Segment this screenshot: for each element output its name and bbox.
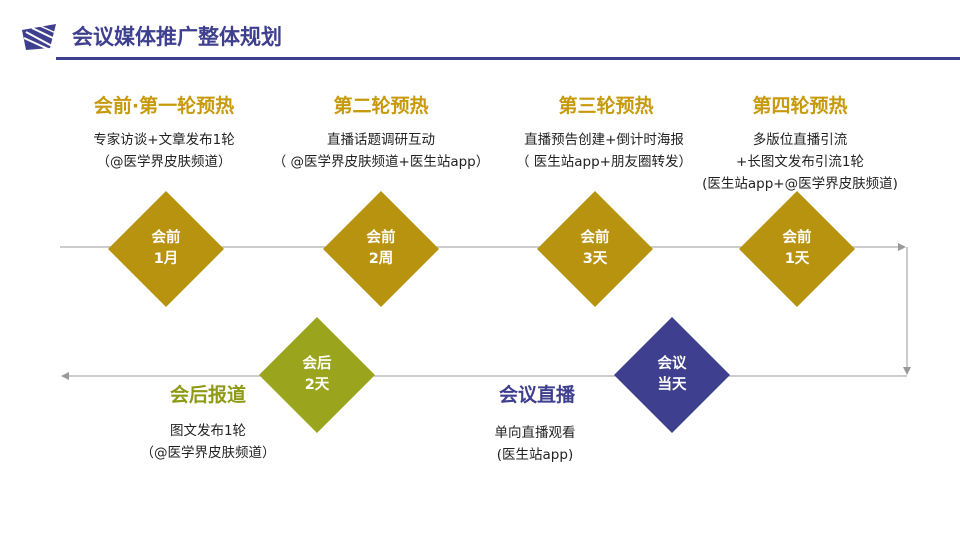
stage-6-desc: 图文发布1轮 （@医学界皮肤频道） bbox=[68, 420, 348, 464]
stage-5-desc-line: 单向直播观看 bbox=[494, 425, 576, 441]
stage-1-desc-line: 专家访谈+文章发布1轮 bbox=[93, 132, 235, 148]
node-5-diamond bbox=[614, 317, 730, 433]
stage-4-desc: 多版位直播引流 +长图文发布引流1轮 (医生站app+@医学界皮肤频道) bbox=[660, 129, 940, 195]
stage-6-desc-line: （@医学界皮肤频道） bbox=[140, 445, 276, 461]
node-1-diamond bbox=[108, 191, 224, 307]
node-4-label-line: 会前 bbox=[782, 230, 812, 246]
node-3-label: 会前 3天 bbox=[555, 228, 635, 270]
node-4-diamond bbox=[739, 191, 855, 307]
node-2-label-line: 会前 bbox=[366, 230, 396, 246]
title-divider bbox=[56, 57, 960, 60]
node-6-label-line: 2天 bbox=[304, 377, 330, 393]
node-4-label-line: 1天 bbox=[784, 251, 810, 267]
node-1-label-line: 1月 bbox=[153, 251, 179, 267]
stage-1-desc-line: （@医学界皮肤频道） bbox=[96, 154, 232, 170]
stage-1-desc: 专家访谈+文章发布1轮 （@医学界皮肤频道） bbox=[24, 129, 304, 173]
stage-3-title: 第三轮预热 bbox=[558, 95, 654, 117]
stage-5-desc: 单向直播观看 (医生站app) bbox=[395, 422, 675, 466]
logo-icon bbox=[22, 24, 57, 50]
node-4-label: 会前 1天 bbox=[757, 228, 837, 270]
stage-2-desc-line: （ @医学界皮肤频道+医生站app） bbox=[272, 154, 490, 170]
node-2-diamond bbox=[323, 191, 439, 307]
stage-6-desc-line: 图文发布1轮 bbox=[169, 423, 247, 439]
stage-1-title: 会前·第一轮预热 bbox=[93, 95, 235, 117]
stage-3-desc: 直播预告创建+倒计时海报 （ 医生站app+朋友圈转发） bbox=[464, 129, 744, 173]
node-6-label: 会后 2天 bbox=[277, 354, 357, 396]
stage-3-desc-line: 直播预告创建+倒计时海报 bbox=[524, 132, 684, 148]
stage-3-desc-line: （ 医生站app+朋友圈转发） bbox=[515, 154, 692, 170]
stage-2-desc-line: 直播话题调研互动 bbox=[327, 132, 435, 148]
stage-5-desc-line: (医生站app) bbox=[496, 447, 574, 463]
stage-4-title: 第四轮预热 bbox=[752, 95, 848, 117]
node-6-label-line: 会后 bbox=[302, 356, 332, 372]
page-title: 会议媒体推广整体规划 bbox=[72, 25, 282, 49]
node-1-label: 会前 1月 bbox=[126, 228, 206, 270]
stage-2-title: 第二轮预热 bbox=[333, 95, 429, 117]
stage-4-desc-line: (医生站app+@医学界皮肤频道) bbox=[702, 176, 898, 192]
node-6-diamond bbox=[259, 317, 375, 433]
node-5-label: 会议 当天 bbox=[632, 354, 712, 396]
stage-4-desc-line: 多版位直播引流 bbox=[752, 132, 848, 148]
node-5-label-line: 当天 bbox=[657, 377, 687, 393]
node-3-label-line: 3天 bbox=[582, 251, 608, 267]
node-5-label-line: 会议 bbox=[657, 356, 687, 372]
node-1-label-line: 会前 bbox=[151, 230, 181, 246]
stage-5-title: 会议直播 bbox=[498, 384, 575, 406]
stage-4-desc-line: +长图文发布引流1轮 bbox=[736, 154, 864, 170]
node-3-label-line: 会前 bbox=[580, 230, 610, 246]
node-3-diamond bbox=[537, 191, 653, 307]
node-2-label-line: 2周 bbox=[368, 251, 394, 267]
stage-2-desc: 直播话题调研互动 （ @医学界皮肤频道+医生站app） bbox=[241, 129, 521, 173]
node-2-label: 会前 2周 bbox=[341, 228, 421, 270]
stage-6-title: 会后报道 bbox=[169, 384, 246, 406]
